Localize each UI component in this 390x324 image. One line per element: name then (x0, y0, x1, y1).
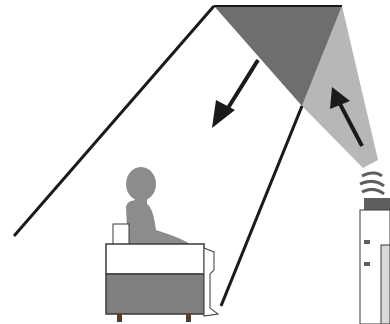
projected-direction-arrow-icon (330, 87, 364, 147)
reflected-light-wedge (214, 6, 342, 106)
reflected-direction-arrow-icon (212, 58, 260, 128)
reflection-left-line (12, 5, 216, 237)
seated-person-icon (126, 167, 190, 248)
armchair-icon (105, 223, 220, 322)
projector-icon (359, 198, 390, 324)
projected-light-beam (302, 6, 378, 168)
reflection-right-line (219, 105, 304, 307)
projector-signal-icon (359, 171, 385, 196)
